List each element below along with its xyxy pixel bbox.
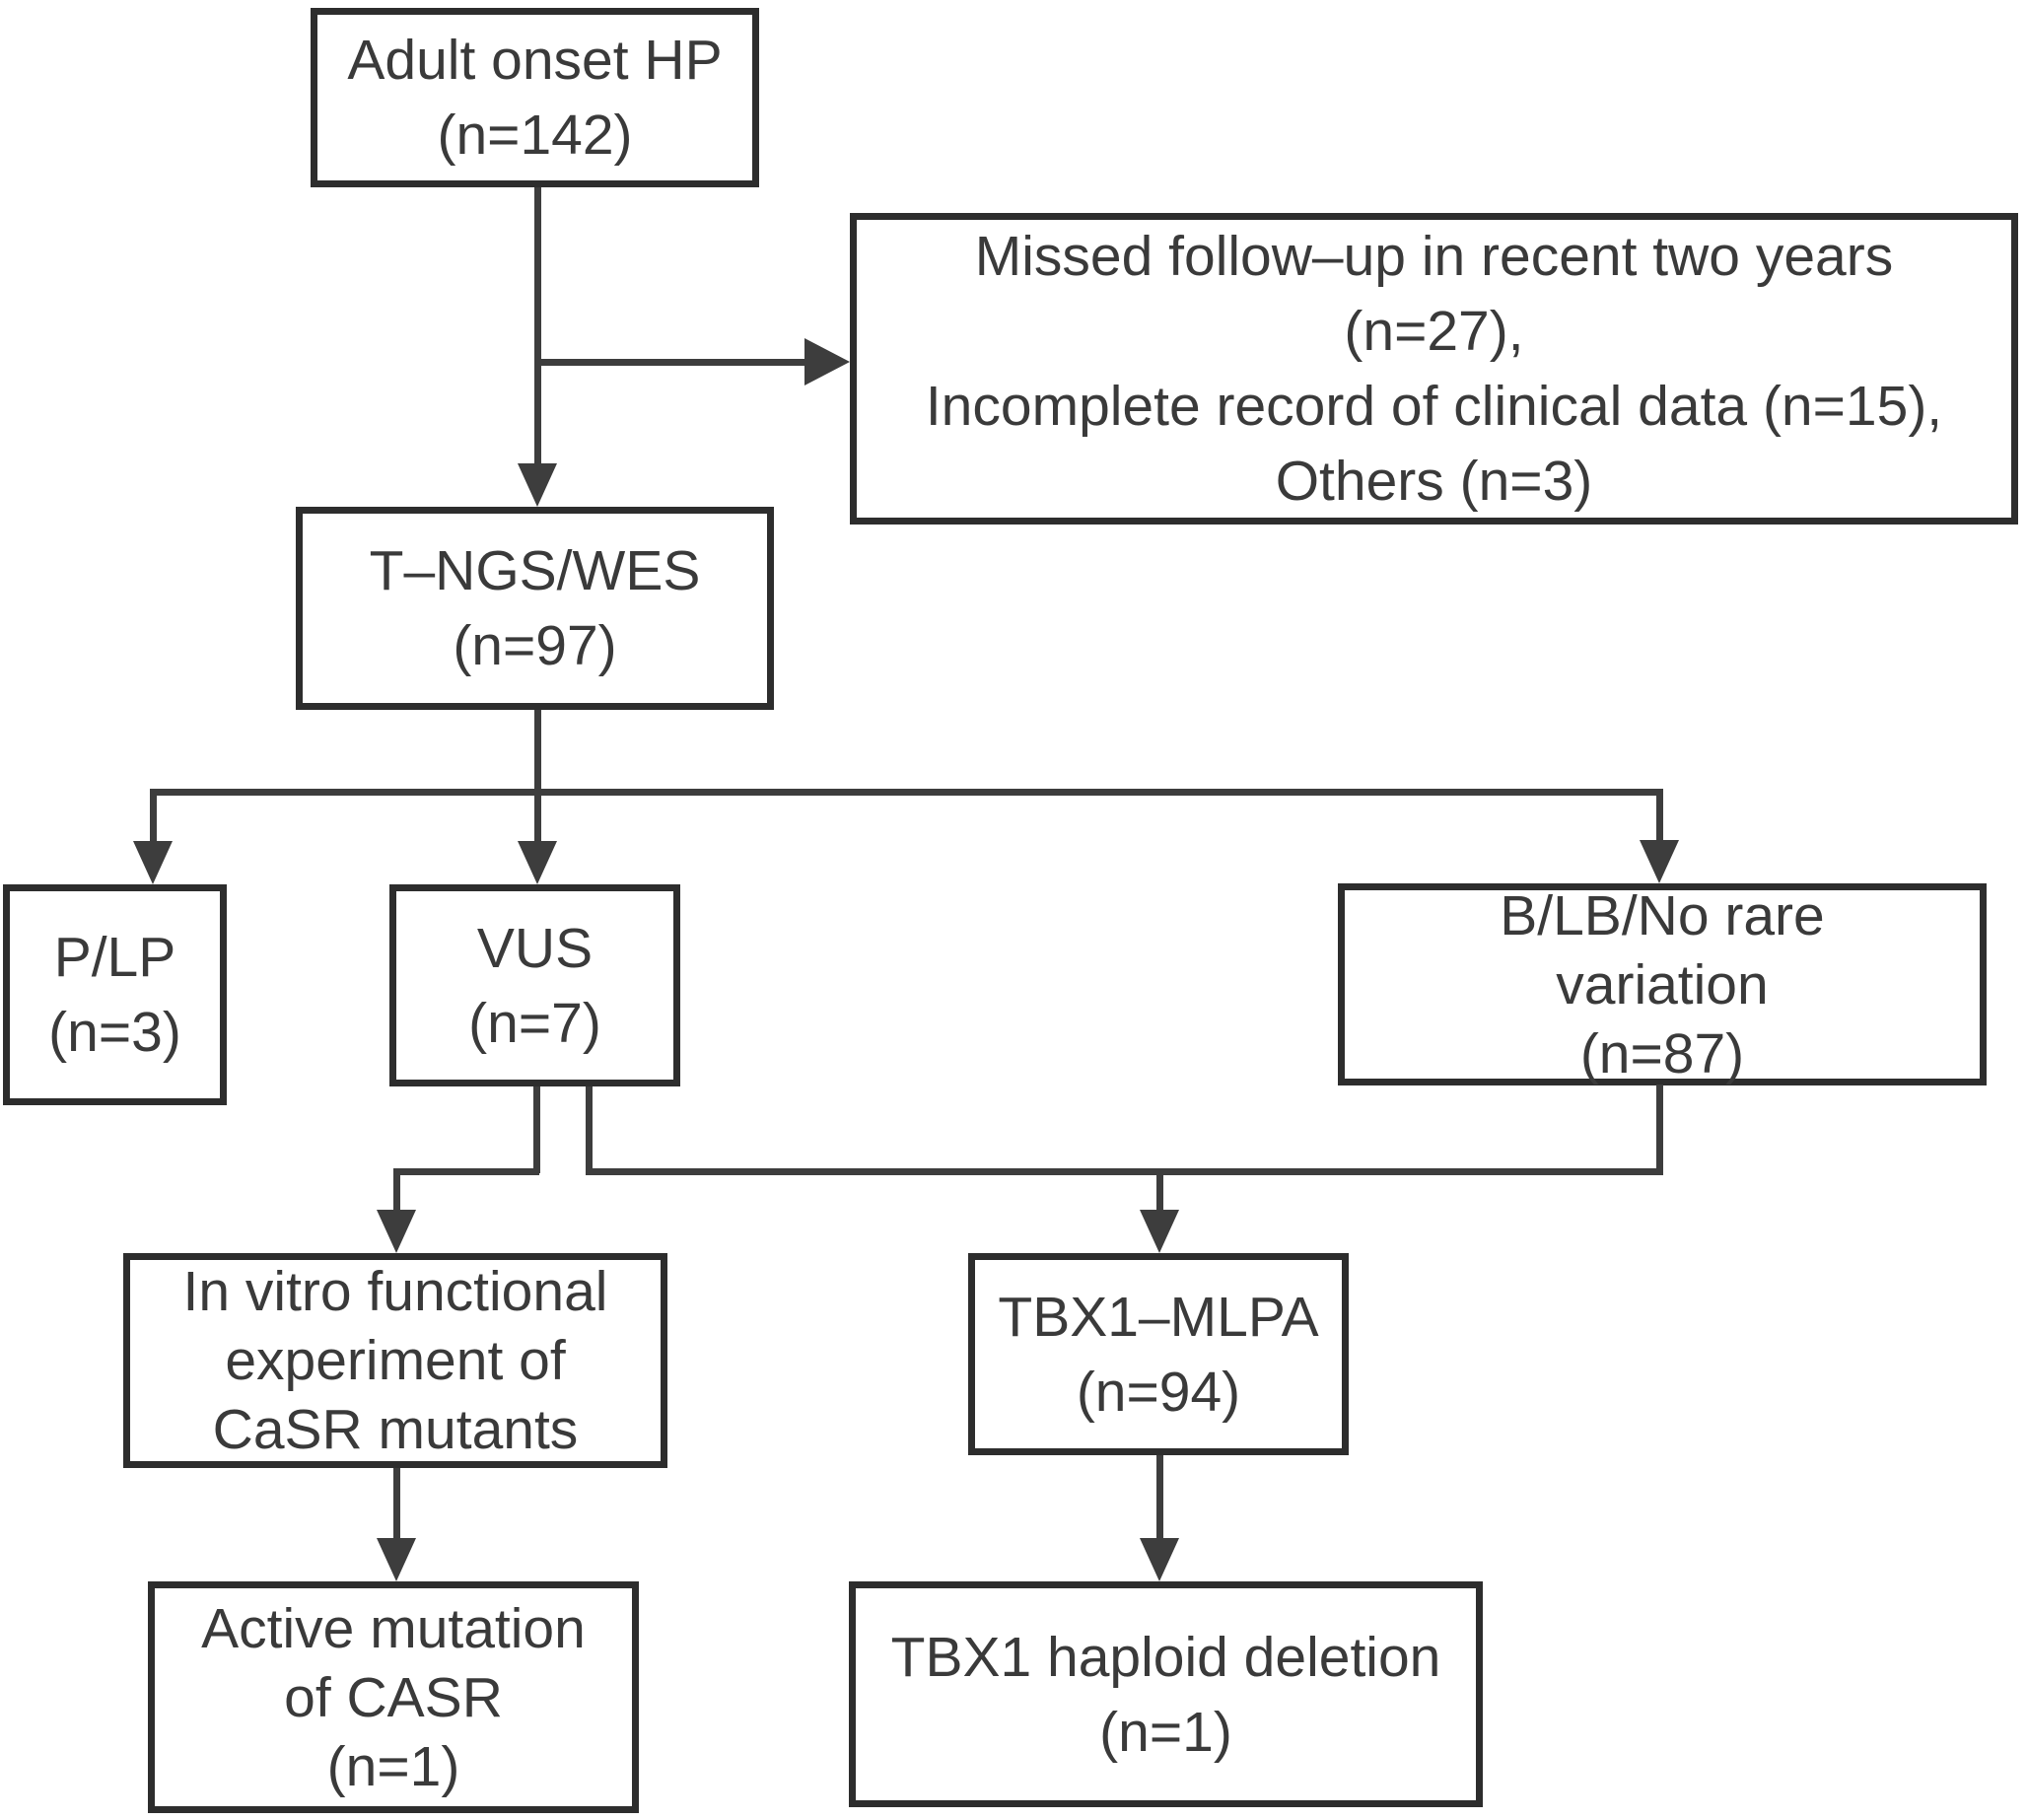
node-tbx1-haploid-deletion: TBX1 haploid deletion (n=1) bbox=[849, 1581, 1483, 1807]
node-text-line: (n=1) bbox=[326, 1734, 460, 1798]
connector-adult-to-tngs bbox=[534, 187, 541, 465]
arrowhead-into-excluded bbox=[804, 338, 850, 385]
node-text-line: CaSR mutants bbox=[212, 1398, 579, 1461]
node-text-line: TBX1 haploid deletion bbox=[890, 1625, 1441, 1689]
node-tbx1-mlpa: TBX1–MLPA (n=94) bbox=[968, 1253, 1349, 1455]
connector-drop-invitro bbox=[393, 1168, 400, 1212]
node-text-line: Missed follow–up in recent two years bbox=[974, 225, 1894, 288]
arrowhead-into-invitro bbox=[377, 1210, 416, 1253]
connector-tngs-stem bbox=[534, 710, 541, 795]
node-text-line: P/LP bbox=[53, 926, 176, 989]
connector-drop-vus bbox=[534, 789, 541, 843]
arrowhead-into-blb bbox=[1640, 840, 1679, 883]
connector-distribution-bar bbox=[150, 789, 1662, 796]
node-text-line: (n=3) bbox=[48, 1001, 181, 1064]
node-in-vitro-functional-experiment: In vitro functional experiment of CaSR m… bbox=[123, 1253, 667, 1468]
connector-vus-right-tail bbox=[586, 1086, 593, 1173]
node-text-line: variation bbox=[1556, 952, 1769, 1016]
node-text-line: Active mutation bbox=[201, 1596, 586, 1660]
connector-adult-to-excluded bbox=[537, 359, 810, 366]
node-excluded-reasons: Missed follow–up in recent two years (n=… bbox=[850, 213, 2018, 525]
node-text-line: (n=142) bbox=[437, 104, 633, 167]
connector-invitro-to-active bbox=[393, 1468, 400, 1540]
arrowhead-into-active bbox=[377, 1538, 416, 1581]
node-text-line: (n=7) bbox=[468, 991, 601, 1055]
node-b-lb-no-rare-variation: B/LB/No rare variation (n=87) bbox=[1338, 883, 1987, 1085]
node-text-line: experiment of bbox=[225, 1329, 566, 1392]
arrowhead-into-haploid bbox=[1140, 1538, 1179, 1581]
node-text-line: (n=1) bbox=[1099, 1700, 1232, 1764]
connector-mlpa-to-haploid bbox=[1156, 1455, 1163, 1540]
connector-drop-blb bbox=[1656, 789, 1663, 843]
node-text-line: Incomplete record of clinical data (n=15… bbox=[925, 375, 1943, 438]
node-text-line: (n=94) bbox=[1076, 1360, 1241, 1424]
node-text-line: In vitro functional bbox=[182, 1260, 608, 1323]
connector-merge-bar bbox=[586, 1168, 1663, 1175]
connector-blb-tail bbox=[1656, 1085, 1663, 1173]
node-vus: VUS (n=7) bbox=[389, 884, 680, 1086]
node-text-line: Others (n=3) bbox=[1275, 450, 1593, 513]
connector-drop-plp bbox=[150, 789, 157, 843]
node-text-line: (n=97) bbox=[453, 614, 617, 677]
connector-drop-tbx1mlpa bbox=[1156, 1168, 1163, 1212]
node-text-line: B/LB/No rare bbox=[1500, 883, 1825, 947]
connector-vus-left-elbow bbox=[393, 1168, 539, 1175]
node-text-line: (n=87) bbox=[1579, 1021, 1745, 1085]
node-active-mutation-of-casr: Active mutation of CASR (n=1) bbox=[148, 1581, 639, 1813]
node-p-lp: P/LP (n=3) bbox=[3, 884, 227, 1105]
node-text-line: (n=27), bbox=[1344, 300, 1524, 363]
arrowhead-into-plp bbox=[133, 841, 173, 884]
node-tngs-wes: T–NGS/WES (n=97) bbox=[296, 507, 774, 710]
node-text-line: T–NGS/WES bbox=[369, 539, 701, 602]
node-text-line: VUS bbox=[476, 916, 594, 980]
connector-vus-left-tail bbox=[533, 1086, 540, 1173]
node-text-line: TBX1–MLPA bbox=[998, 1285, 1319, 1349]
node-text-line: of CASR bbox=[284, 1665, 503, 1729]
node-text-line: Adult onset HP bbox=[347, 29, 723, 92]
arrowhead-into-tngs bbox=[518, 463, 557, 507]
node-adult-onset-hp: Adult onset HP (n=142) bbox=[311, 8, 759, 187]
arrowhead-into-tbx1mlpa bbox=[1140, 1210, 1179, 1253]
arrowhead-into-vus bbox=[518, 841, 557, 884]
